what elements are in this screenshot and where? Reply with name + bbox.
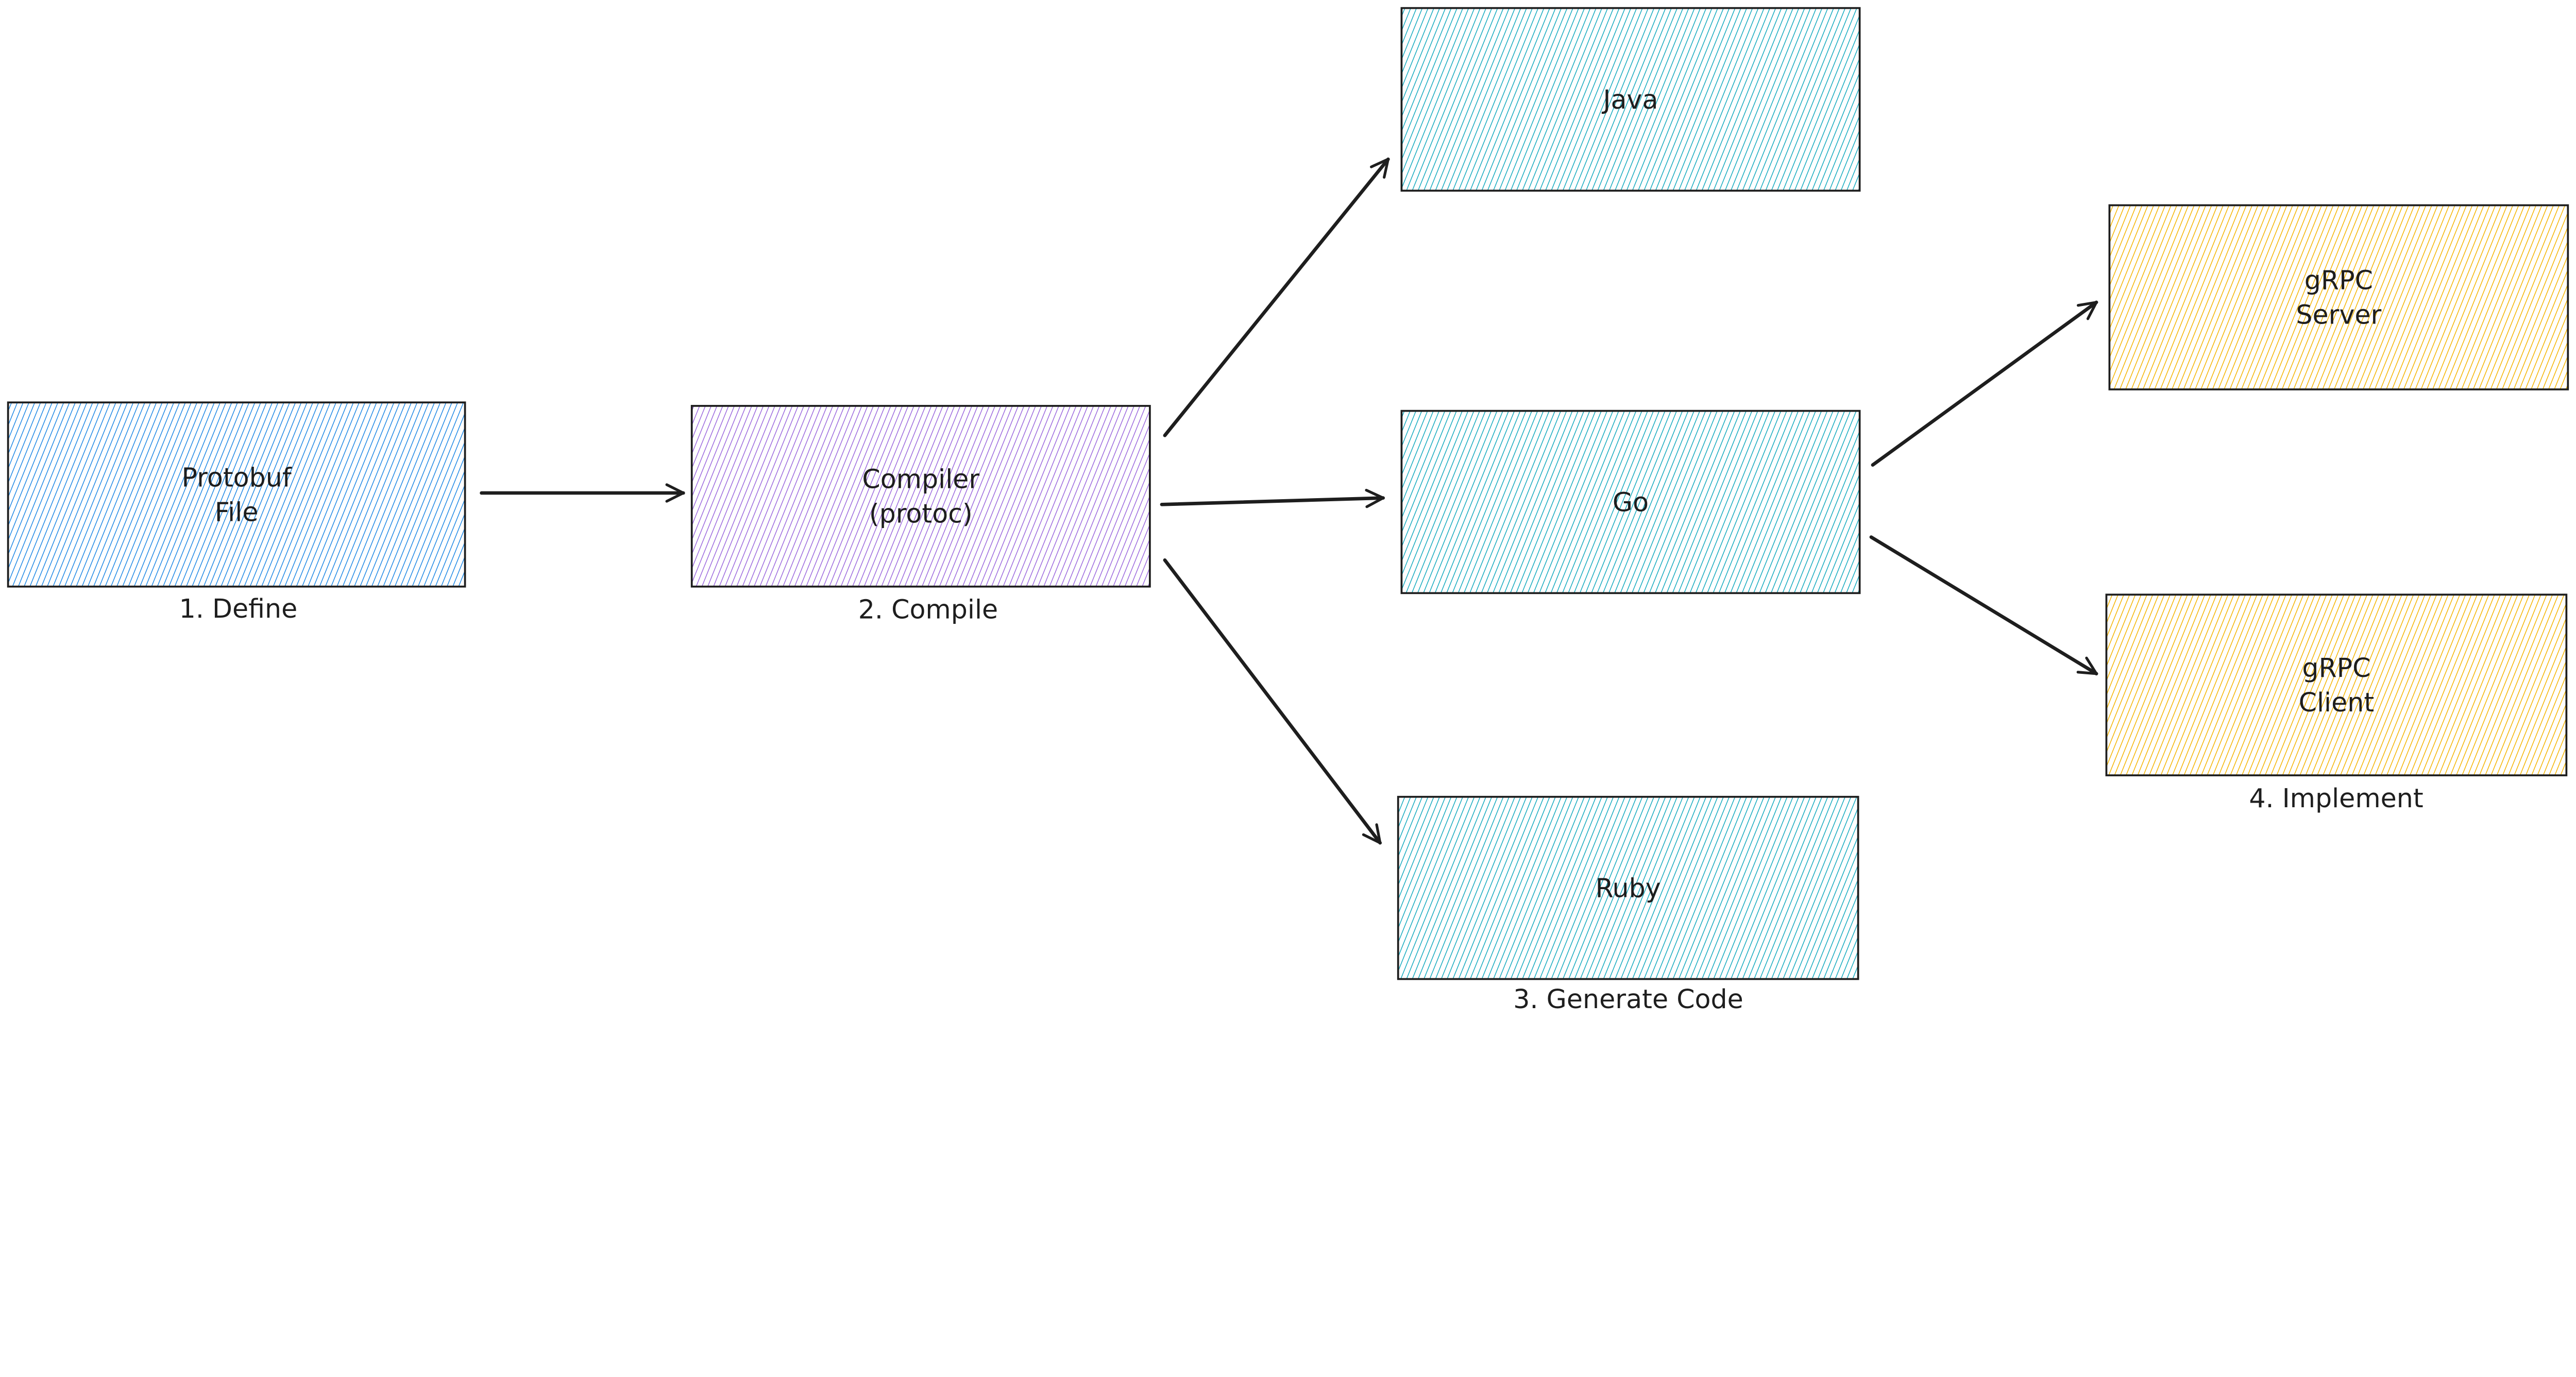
arrow-compiler-to-go: [1160, 488, 1385, 508]
node-label: Protobuf: [182, 462, 292, 492]
node-label: Ruby: [1596, 873, 1661, 904]
node-fill: [8, 402, 465, 587]
node-java[interactable]: Java: [1400, 7, 1861, 192]
node-border: [1400, 7, 1861, 192]
node-border: [2105, 593, 2568, 776]
node-border: [2108, 204, 2569, 390]
node-client[interactable]: gRPC Client: [2105, 593, 2568, 776]
node-fill: [2109, 205, 2568, 389]
node-label: Java: [1602, 84, 1658, 115]
node-border: [7, 401, 466, 588]
node-label: Server: [2296, 300, 2381, 330]
node-fill: [691, 405, 1150, 587]
arrow-go-to-server: [1871, 300, 2098, 467]
stage-labels: 1. Define 2. Compile 3. Generate Code 4.…: [179, 593, 2424, 1014]
edges: [480, 157, 2098, 845]
stage-label-generate-code: 3. Generate Code: [1513, 984, 1743, 1014]
arrow-compiler-to-java: [1163, 157, 1390, 437]
node-go[interactable]: Go: [1400, 410, 1861, 594]
node-fill: [1401, 8, 1860, 191]
node-fill: [2106, 594, 2567, 776]
node-label: (protoc): [869, 499, 973, 529]
node-label: File: [215, 497, 259, 527]
node-fill: [1398, 796, 1858, 979]
node-border: [690, 405, 1151, 588]
node-ruby[interactable]: Ruby: [1397, 795, 1859, 980]
node-border: [1397, 795, 1859, 980]
node-fill: [1401, 411, 1860, 593]
node-server[interactable]: gRPC Server: [2108, 204, 2569, 390]
arrow-compiler-to-ruby: [1163, 558, 1382, 845]
node-border: [1400, 410, 1861, 594]
node-label: Compiler: [862, 464, 979, 495]
stage-label-define: 1. Define: [179, 593, 298, 624]
node-label: Go: [1613, 487, 1649, 517]
stage-label-compile: 2. Compile: [858, 594, 998, 624]
arrow-go-to-client: [1869, 535, 2098, 676]
node-label: Client: [2299, 687, 2375, 718]
node-label: gRPC: [2304, 265, 2373, 296]
node-compiler[interactable]: Compiler (protoc): [690, 405, 1151, 588]
node-label: gRPC: [2302, 653, 2370, 683]
stage-label-implement: 4. Implement: [2249, 783, 2423, 813]
